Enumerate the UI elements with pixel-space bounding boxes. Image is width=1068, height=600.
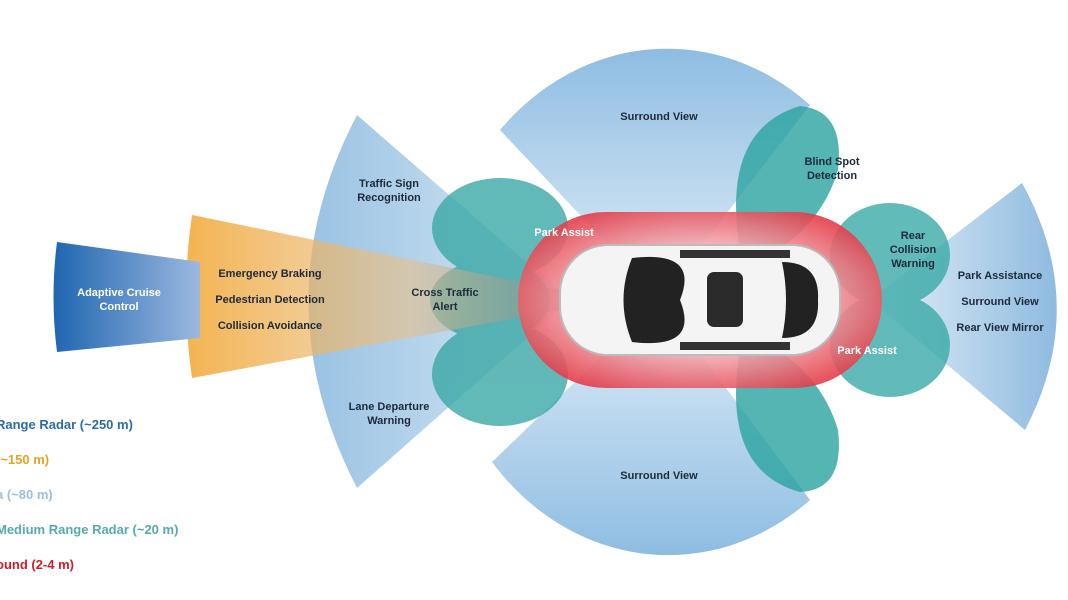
pedestrian-detection-label: Pedestrian Detection <box>215 294 325 306</box>
surround-view-bottom-label: Surround View <box>620 470 698 482</box>
legend-long-range-radar: Range Radar (~250 m) <box>0 417 133 432</box>
park-assist-front-label: Park Assist <box>534 227 594 239</box>
rear-view-mirror-label: Rear View Mirror <box>956 322 1044 334</box>
surround-view-right-label: Surround View <box>961 296 1039 308</box>
surround-view-bottom-zone <box>492 300 810 556</box>
surround-view-top-zone <box>500 48 810 301</box>
car-icon <box>559 244 841 356</box>
emergency-braking-label: Emergency Braking <box>218 268 322 280</box>
legend-lidar: (~150 m) <box>0 452 50 467</box>
legend-medium-range-radar: Medium Range Radar (~20 m) <box>0 522 179 537</box>
rear-camera-zone <box>870 183 1057 430</box>
long-range-zone <box>186 215 560 378</box>
legend-camera: a (~80 m) <box>0 487 53 502</box>
park-assist-rear-label: Park Assist <box>837 345 897 357</box>
adaptive-cruise-zone <box>53 242 200 352</box>
legend-ultrasound: ound (2-4 m) <box>0 557 74 572</box>
surround-view-top-label: Surround View <box>620 111 698 123</box>
collision-avoidance-label: Collision Avoidance <box>217 320 323 332</box>
park-assistance-label: Park Assistance <box>957 270 1043 282</box>
